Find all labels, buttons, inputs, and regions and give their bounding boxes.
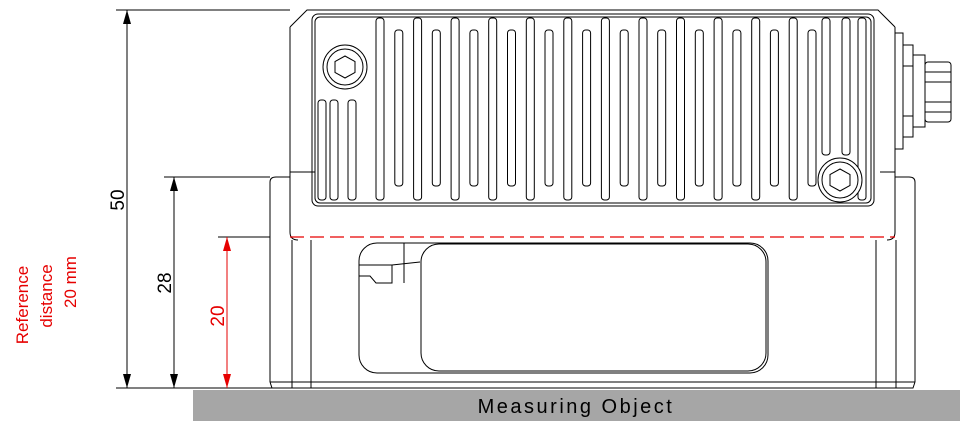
heatsink-fin xyxy=(488,17,498,201)
heatsink-fin xyxy=(544,29,554,187)
heatsink-fin xyxy=(657,29,667,187)
heatsink-fin xyxy=(638,17,648,201)
heatsink-fin xyxy=(507,29,516,187)
heatsink-fin xyxy=(329,99,339,201)
heatsink-fin xyxy=(317,99,327,201)
heatsink-fin xyxy=(469,29,479,187)
heatsink-fin xyxy=(347,99,357,201)
reference-distance-note: Reference distance 20 mm xyxy=(6,250,106,360)
reference-note-line2: distance xyxy=(37,264,56,327)
connector xyxy=(894,32,952,150)
heatsink-fins xyxy=(317,17,867,201)
heatsink-fin xyxy=(413,17,423,201)
heatsink-fin xyxy=(807,29,817,187)
screw-bottom-right xyxy=(817,157,863,203)
heatsink-fin xyxy=(732,29,742,187)
heatsink-fin xyxy=(841,17,851,156)
heatsink-fin xyxy=(582,29,592,187)
dimension-20 xyxy=(218,236,270,388)
heatsink-fin xyxy=(857,17,867,201)
heatsink-fin xyxy=(375,17,385,201)
heatsink-fin xyxy=(600,17,610,201)
heatsink-fin xyxy=(694,29,704,187)
reference-note-line1: Reference xyxy=(13,266,32,344)
heatsink-fin xyxy=(525,17,535,201)
heatsink-fin xyxy=(431,29,441,187)
heatsink-fin xyxy=(751,17,761,201)
dimension-28 xyxy=(164,176,270,388)
measuring-object-label: Measuring Object xyxy=(478,396,675,418)
measuring-object: Measuring Object xyxy=(193,390,960,421)
heatsink-fin xyxy=(713,17,723,201)
heatsink-fin xyxy=(676,17,685,201)
lens-window xyxy=(358,242,769,374)
reference-note-line3: 20 mm xyxy=(61,256,80,308)
heatsink-fin xyxy=(788,17,798,201)
screw-top-left xyxy=(322,44,368,90)
dimension-50-label: 50 xyxy=(108,189,129,210)
heatsink-fin xyxy=(821,17,831,156)
heatsink-fin xyxy=(769,29,779,187)
heatsink-fin xyxy=(394,29,404,187)
heatsink-body xyxy=(289,9,896,207)
heatsink-fin xyxy=(563,17,573,201)
dimension-20-label: 20 xyxy=(208,305,229,326)
heatsink-fin xyxy=(450,17,460,201)
dimension-50 xyxy=(116,9,290,389)
dimension-28-label: 28 xyxy=(155,272,176,293)
sensor-base xyxy=(269,171,916,389)
heatsink-fin xyxy=(619,29,629,187)
